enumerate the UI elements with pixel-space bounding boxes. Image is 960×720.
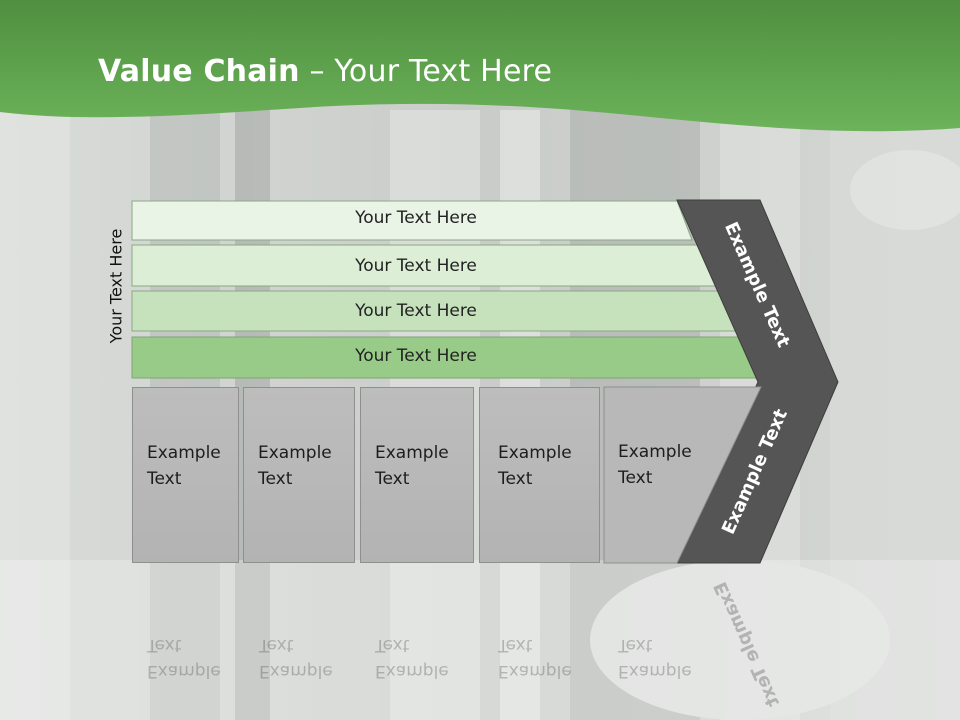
reflection-4-line2: Text	[498, 635, 533, 655]
reflection-5-line2: Text	[618, 635, 653, 655]
reflection-1-line1: Example	[147, 661, 221, 681]
reflection-3-line1: Example	[375, 661, 449, 681]
box-3-line1: Example	[375, 443, 449, 463]
band-1	[131, 200, 693, 241]
slide-title: Value Chain – Your Text Here	[98, 54, 552, 89]
reflection-1: Example Text	[147, 632, 221, 684]
title-rest: – Your Text Here	[299, 54, 553, 89]
chevron-arrow	[676, 199, 839, 564]
reflection-5-line1: Example	[618, 661, 692, 681]
band-1-label: Your Text Here	[355, 208, 477, 228]
box-5-line2: Text	[618, 468, 653, 488]
box-4-line1: Example	[498, 443, 572, 463]
band-3-label: Your Text Here	[355, 301, 477, 321]
box-2-line2: Text	[258, 469, 293, 489]
reflection-1-line2: Text	[147, 635, 182, 655]
box-3-line2: Text	[375, 469, 410, 489]
chevron-reflection: Example Text	[710, 578, 784, 710]
band-2-label: Your Text Here	[355, 256, 477, 276]
reflection-2-line2: Text	[259, 635, 294, 655]
box-4-line2: Text	[498, 469, 533, 489]
band-4-label: Your Text Here	[355, 346, 477, 366]
box-5-line1: Example	[618, 442, 692, 462]
reflection-3: Example Text	[375, 632, 449, 684]
reflection-4-line1: Example	[498, 661, 572, 681]
box-1-line1: Example	[147, 443, 221, 463]
reflection-3-line2: Text	[375, 635, 410, 655]
box-row-end	[603, 386, 762, 564]
box-2-line1: Example	[258, 443, 332, 463]
reflection-2: Example Text	[259, 632, 333, 684]
title-bold: Value Chain	[98, 54, 300, 89]
reflection-4: Example Text	[498, 632, 572, 684]
box-1-line2: Text	[147, 469, 182, 489]
reflection-5: Example Text	[618, 632, 692, 684]
reflection-2-line1: Example	[259, 661, 333, 681]
